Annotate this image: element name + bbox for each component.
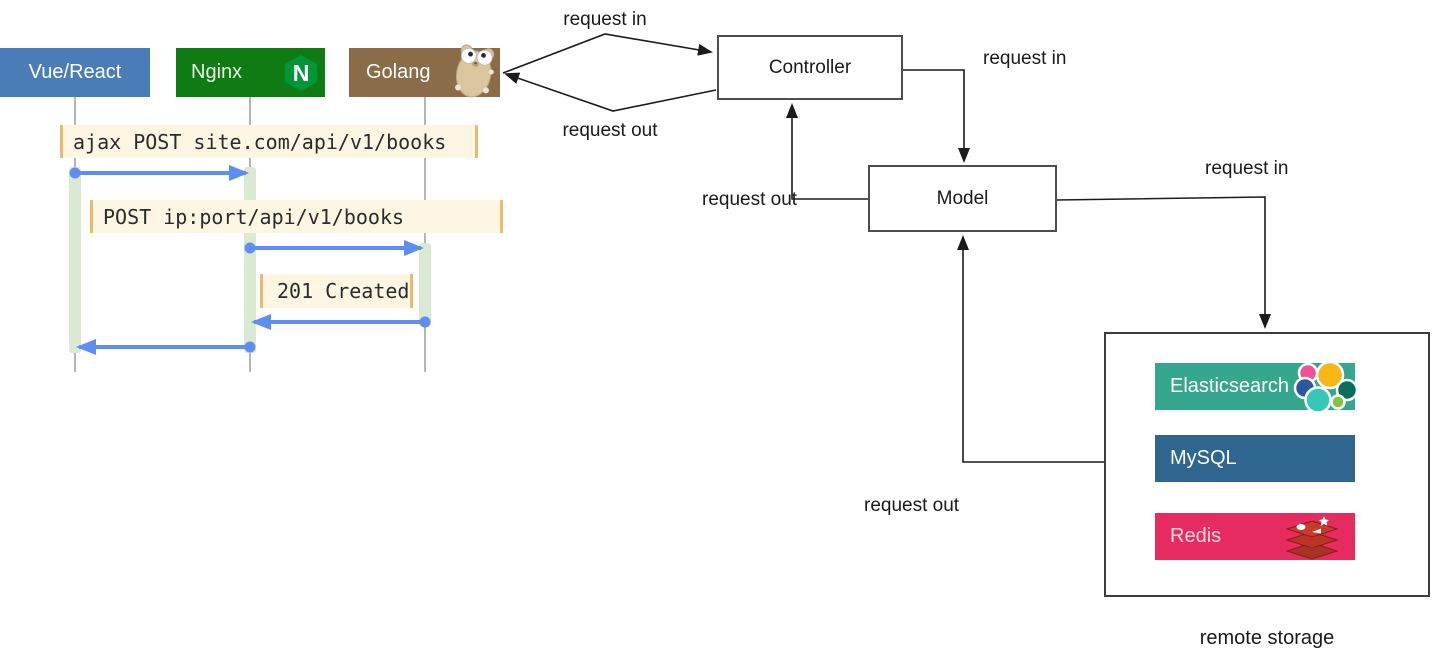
nginx-logo-icon: N (285, 54, 317, 91)
service-label: MySQL (1170, 447, 1237, 469)
edge-label-request-out-storage-model: request out (864, 495, 960, 516)
edge-label-request-in-golang-controller: request in (563, 9, 647, 30)
actor-golang: Golang (349, 44, 500, 98)
actor-label: Nginx (191, 61, 243, 83)
edge-label-request-in-model-storage: request in (1205, 158, 1289, 179)
message-text: 201 Created (277, 279, 410, 303)
controller-label: Controller (768, 56, 852, 78)
actor-label: Vue/React (28, 61, 122, 83)
message-text: ajax POST site.com/api/v1/books (73, 129, 447, 154)
actor-label: Golang (366, 61, 431, 83)
edge-label-request-out-model-controller: request out (702, 189, 798, 210)
edge-model-to-storage (1056, 196, 1271, 329)
elasticsearch-logo-icon (1293, 360, 1359, 414)
service-mysql: MySQL (1155, 435, 1355, 482)
activation-bar-vue (69, 167, 81, 353)
edge-golang-to-controller (502, 33, 713, 74)
service-label: Elasticsearch (1170, 375, 1289, 397)
model-node: Model (868, 165, 1057, 232)
remote-storage-caption: remote storage (1199, 627, 1335, 649)
service-redis: Redis (1155, 513, 1355, 560)
message-label-201-created: 201 Created (260, 274, 413, 308)
model-label: Model (936, 187, 989, 209)
activation-bar-nginx (244, 167, 256, 353)
redis-logo-icon (1285, 516, 1339, 560)
message-text: POST ip:port/api/v1/books (103, 204, 405, 229)
message-label-ajax-post: ajax POST site.com/api/v1/books (60, 125, 478, 158)
edge-model-to-controller (786, 103, 868, 200)
controller-node: Controller (717, 35, 903, 100)
activation-bar-golang (419, 243, 431, 327)
remote-storage-box: Elasticsearch MySQL Redis (1104, 332, 1430, 597)
edge-storage-to-model (957, 235, 1104, 463)
edge-controller-to-model (903, 69, 970, 163)
actor-nginx: Nginx N (176, 48, 325, 97)
message-label-post-ip-port: POST ip:port/api/v1/books (90, 200, 503, 233)
lifeline-golang (424, 97, 426, 372)
edge-controller-to-golang (504, 72, 717, 112)
go-gopher-icon (455, 44, 495, 98)
edge-label-request-in-controller-model: request in (983, 48, 1067, 69)
service-elasticsearch: Elasticsearch (1155, 360, 1359, 414)
actor-vue-react: Vue/React (0, 48, 150, 97)
edge-label-request-out-controller-golang: request out (562, 120, 658, 141)
nginx-logo-letter: N (293, 60, 310, 86)
service-label: Redis (1170, 525, 1222, 547)
